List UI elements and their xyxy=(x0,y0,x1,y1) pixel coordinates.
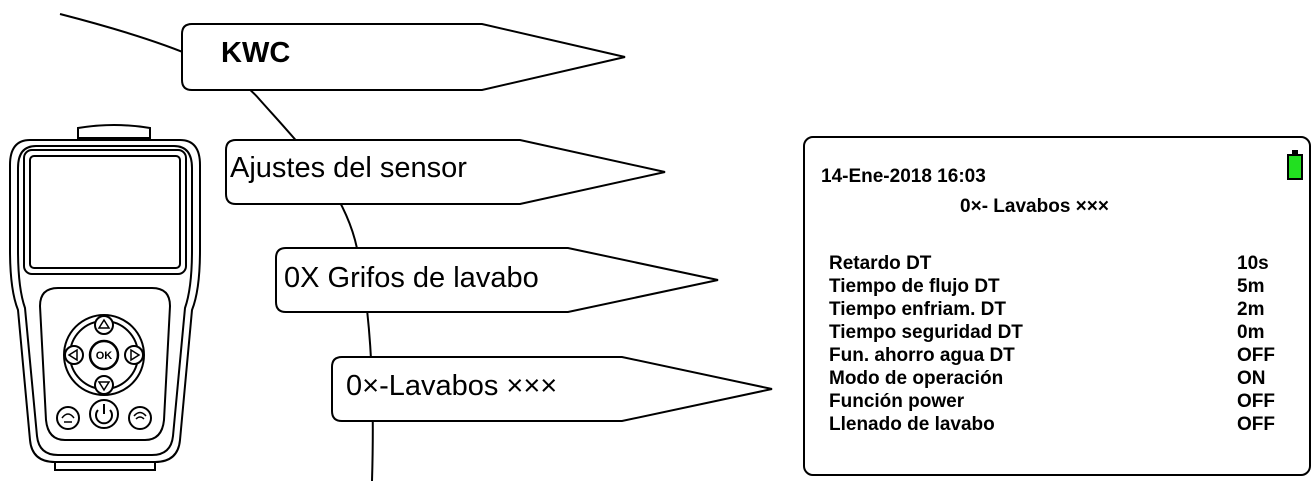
breadcrumb-tag-shape-kwc xyxy=(181,23,626,91)
power-icon xyxy=(95,404,113,425)
setting-value: 10s xyxy=(1237,253,1269,274)
setting-value: 5m xyxy=(1237,276,1265,297)
right-function-button[interactable] xyxy=(128,406,152,430)
arrow-right-icon xyxy=(130,348,141,362)
settings-row[interactable]: Tiempo enfriam. DT 2m xyxy=(829,298,1295,321)
settings-row[interactable]: Modo de operación ON xyxy=(829,367,1295,390)
setting-value: 2m xyxy=(1237,299,1265,320)
setting-label: Tiempo seguridad DT xyxy=(829,322,1023,343)
arrow-up-icon xyxy=(97,318,111,329)
settings-row[interactable]: Tiempo de flujo DT 5m xyxy=(829,275,1295,298)
setting-label: Función power xyxy=(829,391,965,412)
breadcrumb-item-lavabos[interactable]: 0×-Lavabos ××× xyxy=(346,370,558,402)
handheld-device xyxy=(9,124,201,471)
left-function-button[interactable] xyxy=(56,406,80,430)
settings-row[interactable]: Llenado de lavabo OFF xyxy=(829,413,1295,436)
settings-row[interactable]: Fun. ahorro agua DT OFF xyxy=(829,344,1295,367)
arrow-left-icon xyxy=(67,348,78,362)
setting-value: OFF xyxy=(1237,414,1275,435)
device-screen xyxy=(29,155,181,269)
datetime-label: 14-Ene-2018 16:03 xyxy=(821,166,986,187)
device-screen-bezel xyxy=(23,149,187,275)
breadcrumb-tag-shape-lavabos xyxy=(331,356,773,422)
settings-row[interactable]: Tiempo seguridad DT 0m xyxy=(829,321,1295,344)
settings-row[interactable]: Función power OFF xyxy=(829,390,1295,413)
breadcrumb-item-kwc[interactable]: KWC xyxy=(221,37,291,69)
ok-button-label: OK xyxy=(96,350,113,362)
setting-label: Llenado de lavabo xyxy=(829,414,995,435)
device-keypad-panel xyxy=(38,287,172,441)
setting-value: 0m xyxy=(1237,322,1265,343)
setting-label: Fun. ahorro agua DT xyxy=(829,345,1015,366)
breadcrumb-item-faucets[interactable]: 0X Grifos de lavabo xyxy=(284,262,539,294)
setting-value: OFF xyxy=(1237,391,1275,412)
arrow-down-icon xyxy=(97,381,111,392)
device-screen-display: 14-Ene-2018 16:03 0×- Lavabos ××× Retard… xyxy=(803,136,1311,476)
device-top-tab xyxy=(77,124,151,139)
ok-button[interactable] xyxy=(88,339,120,371)
battery-icon xyxy=(1287,150,1303,180)
breadcrumb-tag-shape-sensor xyxy=(225,139,666,205)
setting-label: Tiempo enfriam. DT xyxy=(829,299,1007,320)
screen-title: 0×- Lavabos ××× xyxy=(960,196,1109,217)
breadcrumb-item-sensor-settings[interactable]: Ajustes del sensor xyxy=(230,152,467,184)
setting-label: Tiempo de flujo DT xyxy=(829,276,1000,297)
device-bottom-foot xyxy=(54,462,156,471)
setting-label: Retardo DT xyxy=(829,253,932,274)
setting-value: ON xyxy=(1237,368,1266,389)
right-function-icon xyxy=(133,411,147,420)
settings-row[interactable]: Retardo DT 10s xyxy=(829,252,1295,275)
breadcrumb-tag-shape-grifos xyxy=(275,247,719,313)
setting-value: OFF xyxy=(1237,345,1275,366)
setting-label: Modo de operación xyxy=(829,368,1004,389)
left-function-icon xyxy=(61,413,75,423)
device-inner-shell xyxy=(17,145,193,456)
